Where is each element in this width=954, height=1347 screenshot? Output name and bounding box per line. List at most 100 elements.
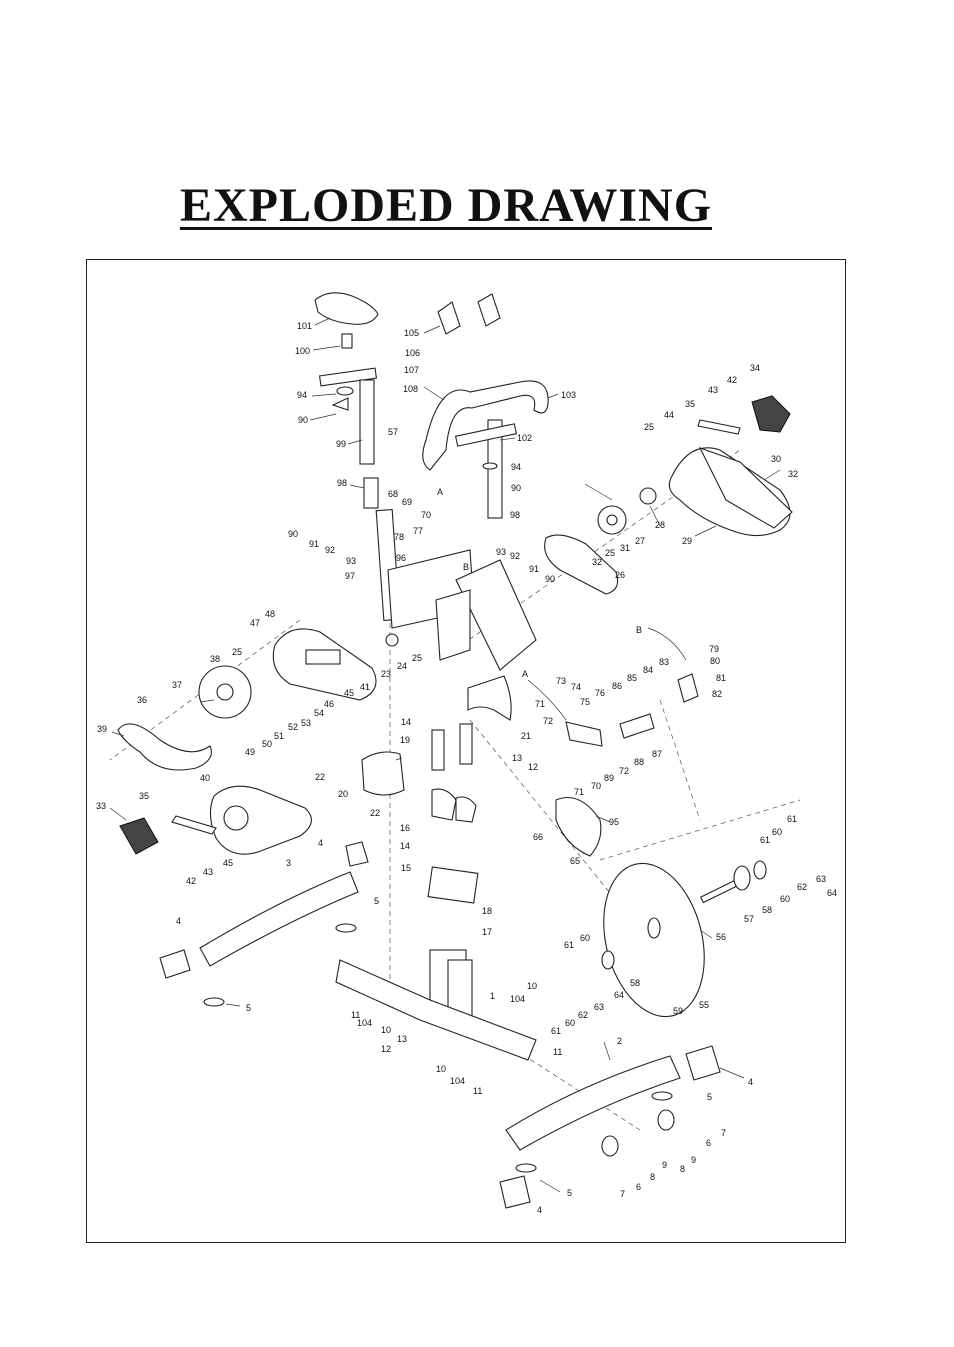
right-drive xyxy=(544,395,793,595)
part-callout: 57 xyxy=(388,427,398,437)
part-callout: 92 xyxy=(510,551,520,561)
part-callout: 75 xyxy=(580,697,590,707)
part-callout: 90 xyxy=(511,483,521,493)
part-callout: 10 xyxy=(381,1025,391,1035)
part-callout: 29 xyxy=(682,536,692,546)
part-callout: 4 xyxy=(318,838,323,848)
part-callout: 56 xyxy=(716,932,726,942)
part-callout: 32 xyxy=(592,557,602,567)
part-callout: 41 xyxy=(360,682,370,692)
part-callout: 73 xyxy=(556,676,566,686)
left-drive xyxy=(117,628,377,855)
part-callout: 5 xyxy=(567,1188,572,1198)
part-callout: 87 xyxy=(652,749,662,759)
part-callout: 39 xyxy=(97,724,107,734)
part-callout: 47 xyxy=(250,618,260,628)
part-callout: 59 xyxy=(673,1006,683,1016)
part-callout: 105 xyxy=(404,328,419,338)
part-callout: 31 xyxy=(620,543,630,553)
part-callout: 5 xyxy=(374,896,379,906)
part-callout: 1 xyxy=(490,991,495,1001)
part-callout: 36 xyxy=(137,695,147,705)
part-callout: 72 xyxy=(619,766,629,776)
part-callout: 104 xyxy=(510,994,525,1004)
part-callout: 9 xyxy=(662,1160,667,1170)
part-callout: 52 xyxy=(288,722,298,732)
part-callout: 30 xyxy=(771,454,781,464)
part-callout: 28 xyxy=(655,520,665,530)
part-callout: 53 xyxy=(301,718,311,728)
part-callout: 23 xyxy=(381,669,391,679)
part-callout: 3 xyxy=(286,858,291,868)
part-callout: 84 xyxy=(643,665,653,675)
part-callout: 35 xyxy=(139,791,149,801)
flywheel xyxy=(601,860,767,1018)
part-callout: 64 xyxy=(827,888,837,898)
part-callout: 102 xyxy=(517,433,532,443)
part-callout: 72 xyxy=(543,716,553,726)
part-callout: 93 xyxy=(496,547,506,557)
part-callout: 55 xyxy=(699,1000,709,1010)
part-callout: 4 xyxy=(537,1205,542,1215)
part-callout: B xyxy=(463,562,469,572)
part-callout: 42 xyxy=(727,375,737,385)
part-callout: 83 xyxy=(659,657,669,667)
part-callout: 65 xyxy=(570,856,580,866)
part-callout: 93 xyxy=(346,556,356,566)
part-callout: 51 xyxy=(274,731,284,741)
part-callout: 50 xyxy=(262,739,272,749)
callout-labels: 1011009490999810510610710810310294905768… xyxy=(96,321,837,1215)
part-callout: 54 xyxy=(314,708,324,718)
part-callout: 10 xyxy=(527,981,537,991)
part-callout: 62 xyxy=(797,882,807,892)
part-callout: 60 xyxy=(565,1018,575,1028)
part-callout: 16 xyxy=(400,823,410,833)
part-callout: 107 xyxy=(404,365,419,375)
part-callout: 25 xyxy=(232,647,242,657)
part-callout: 60 xyxy=(780,894,790,904)
part-callout: 22 xyxy=(370,808,380,818)
part-callout: 79 xyxy=(709,644,719,654)
part-callout: 33 xyxy=(96,801,106,811)
part-callout: 62 xyxy=(578,1010,588,1020)
part-callout: 38 xyxy=(210,654,220,664)
part-callout: 19 xyxy=(400,735,410,745)
part-callout: 5 xyxy=(246,1003,251,1013)
part-callout: 18 xyxy=(482,906,492,916)
part-callout: 35 xyxy=(685,399,695,409)
part-callout: 94 xyxy=(511,462,521,472)
part-callout: 14 xyxy=(400,841,410,851)
part-callout: 13 xyxy=(512,753,522,763)
part-callout: 66 xyxy=(533,832,543,842)
part-callout: 25 xyxy=(412,653,422,663)
part-callout: 45 xyxy=(223,858,233,868)
part-callout: 70 xyxy=(591,781,601,791)
page-title: EXPLODED DRAWING xyxy=(180,179,713,232)
part-callout: 12 xyxy=(381,1044,391,1054)
part-callout: 106 xyxy=(405,348,420,358)
part-callout: 63 xyxy=(816,874,826,884)
part-callout: 90 xyxy=(298,415,308,425)
part-callout: 70 xyxy=(421,510,431,520)
part-callout: 60 xyxy=(580,933,590,943)
part-callout: 4 xyxy=(748,1077,753,1087)
part-callout: 91 xyxy=(529,564,539,574)
part-callout: 24 xyxy=(397,661,407,671)
part-callout: 2 xyxy=(617,1036,622,1046)
part-callout: 14 xyxy=(401,717,411,727)
part-callout: 12 xyxy=(528,762,538,772)
part-callout: 98 xyxy=(337,478,347,488)
part-callout: 103 xyxy=(561,390,576,400)
drawing-frame xyxy=(86,259,846,1243)
part-callout: 98 xyxy=(510,510,520,520)
resistance-unit xyxy=(361,675,512,1017)
part-callout: 5 xyxy=(707,1092,712,1102)
base-stabilizers xyxy=(159,841,721,1209)
part-callout: 60 xyxy=(772,827,782,837)
part-callout: 8 xyxy=(680,1164,685,1174)
part-callout: 61 xyxy=(760,835,770,845)
part-callout: 43 xyxy=(708,385,718,395)
part-callout: 27 xyxy=(635,536,645,546)
part-callout: B xyxy=(636,625,642,635)
